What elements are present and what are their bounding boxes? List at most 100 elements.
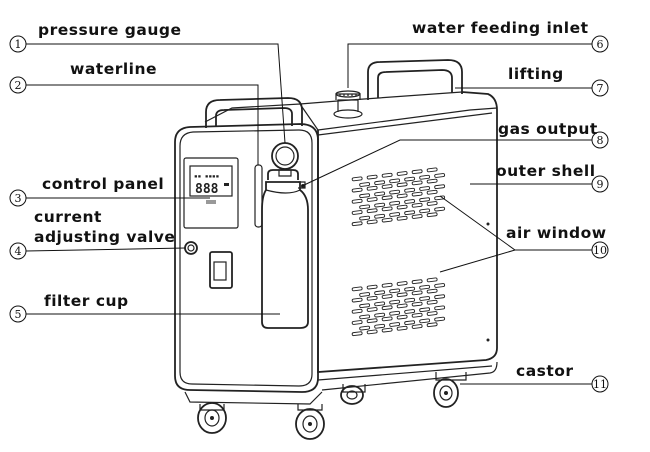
vent-slot: [381, 172, 393, 178]
power-switch: [209, 251, 233, 289]
castor-front-right: [295, 404, 325, 440]
callout-2-number: 2: [15, 79, 22, 92]
vent-slot: [396, 314, 408, 320]
vent-slot: [359, 215, 371, 221]
vent-slot: [404, 176, 416, 182]
vent-slot: [396, 215, 408, 221]
callout-7-label: lifting: [508, 65, 564, 83]
callout-3-number: 3: [15, 192, 22, 205]
callout-1-badge: [9, 35, 27, 53]
vent-slot: [389, 212, 401, 217]
vent-slot: [374, 191, 386, 197]
callout-10-label: air window: [506, 224, 607, 242]
vent-slot: [396, 292, 408, 298]
vent-slot: [374, 312, 386, 318]
vent-slot: [426, 277, 438, 283]
callout-7: 7 lifting: [508, 65, 609, 97]
vent-slot: [434, 305, 446, 311]
callout-8: 8 gas output: [498, 120, 609, 149]
vent-slot: [426, 212, 438, 218]
vent-slot: [374, 323, 386, 329]
filter-cup: [261, 169, 309, 329]
vent-slot: [419, 186, 431, 191]
callout-5-number: 5: [15, 308, 22, 321]
vent-slot: [359, 193, 371, 199]
vent-slot: [351, 187, 363, 193]
vent-slot: [411, 290, 423, 296]
pressure-gauge: [271, 142, 299, 177]
vent-slot: [419, 307, 431, 313]
vent-slot: [381, 305, 393, 311]
vent-slot: [366, 295, 378, 301]
callout-1-label: pressure gauge: [38, 21, 182, 39]
vent-slot: [434, 173, 446, 178]
vent-slot: [366, 329, 378, 335]
vent-slot: [359, 314, 371, 320]
vent-slot: [351, 286, 363, 292]
vent-slot: [374, 301, 386, 307]
vent-slot: [411, 301, 423, 307]
callout-2: 2 waterline: [9, 60, 157, 94]
callout-5: 5 filter cup: [9, 292, 128, 323]
callout-8-label: gas output: [498, 120, 598, 138]
vent-slot: [396, 303, 408, 309]
callout-4-label-line1: current: [34, 208, 102, 226]
vent-slot: [359, 204, 371, 210]
callout-4-label-line2: adjusting valve: [34, 228, 175, 246]
vent-slot: [351, 176, 363, 182]
vent-slot: [389, 310, 401, 316]
vent-slot: [426, 189, 438, 195]
air-window-lower: [351, 277, 446, 337]
vent-slot: [434, 283, 446, 288]
vent-slot: [426, 311, 438, 316]
vent-slot: [366, 174, 378, 180]
vent-slot: [426, 322, 438, 328]
vent-slot: [351, 210, 363, 215]
callout-9-number: 9: [597, 178, 604, 191]
vent-slot: [366, 284, 378, 290]
lifting-handle: [367, 59, 463, 100]
castor-front-left: [197, 402, 227, 434]
vent-slot: [389, 189, 401, 195]
callout-10-number: 10: [593, 244, 607, 257]
vent-slot: [411, 180, 423, 186]
vent-slot: [404, 210, 416, 216]
callout-3-label: control panel: [42, 175, 164, 193]
callout-11-number: 11: [593, 378, 607, 391]
vent-slot: [374, 180, 386, 186]
vent-slot: [359, 303, 371, 309]
vent-slot: [381, 217, 393, 223]
vent-slot: [434, 316, 446, 322]
callout-1: 1 pressure gauge: [9, 21, 182, 53]
vent-slot: [419, 318, 431, 324]
vent-slot: [351, 308, 363, 314]
vent-slot: [359, 325, 371, 331]
vent-slot: [374, 202, 386, 208]
callout-8-number: 8: [597, 134, 604, 147]
callout-9-label: outer shell: [496, 162, 596, 180]
vent-slot: [351, 221, 363, 227]
callout-1-number: 1: [15, 38, 22, 51]
current-adjusting-valve: [184, 241, 198, 255]
vent-slot: [381, 316, 393, 322]
vent-slot: [404, 286, 416, 292]
vent-slot: [366, 307, 378, 312]
vent-slot: [366, 185, 378, 191]
callout-3: 3 control panel: [9, 175, 164, 207]
vent-slot: [426, 299, 438, 305]
vent-slot: [351, 198, 363, 204]
vent-slot: [411, 191, 423, 197]
svg-text:▪▪ ▪▪▪▪: ▪▪ ▪▪▪▪: [194, 173, 219, 180]
vent-slot: [396, 182, 408, 188]
callout-4-number: 4: [15, 245, 22, 258]
control-panel: ▪▪ ▪▪▪▪ 888: [183, 157, 239, 229]
vent-slot: [411, 169, 423, 175]
vent-slot: [359, 292, 371, 297]
vent-slot: [351, 297, 363, 303]
air-window-upper: [351, 167, 446, 227]
callout-11: 11 castor: [516, 362, 609, 393]
vent-slot: [404, 309, 416, 314]
callout-7-number: 7: [597, 82, 604, 95]
vent-slot: [351, 320, 363, 325]
